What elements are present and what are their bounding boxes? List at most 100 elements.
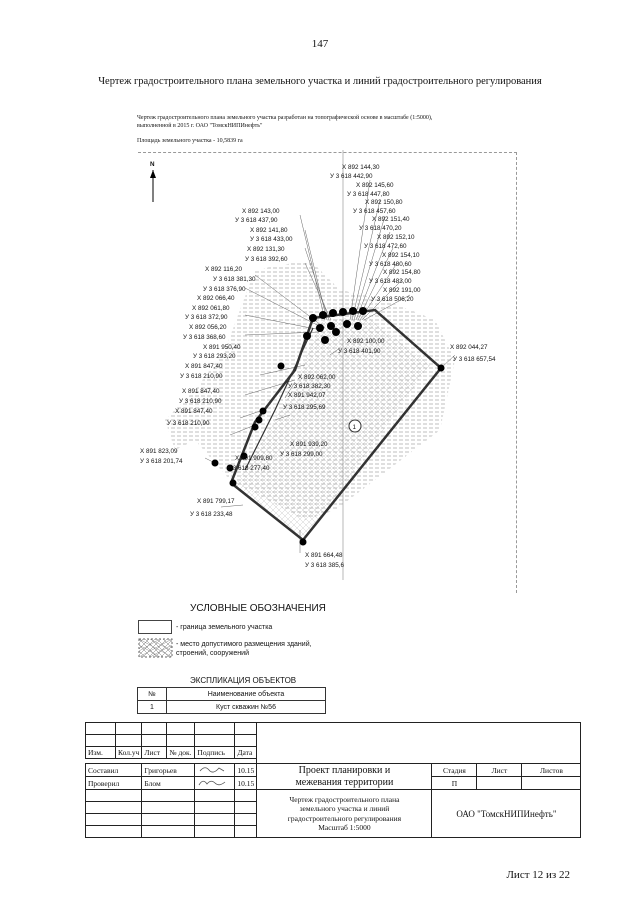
sheet-footer: Лист 12 из 22 xyxy=(506,869,570,881)
north-label: N xyxy=(150,161,155,168)
coord-label: У 3 618 472,60 xyxy=(364,243,407,250)
page-title: Чертеж градостроительного плана земельно… xyxy=(98,76,542,87)
coord-label: У 3 618 457,60 xyxy=(353,208,396,215)
legend-item-zone-line2: строений, сооружений xyxy=(176,650,249,657)
coord-label: X 892 062,00 xyxy=(298,374,336,381)
coord-label: X 892 154,80 xyxy=(383,269,421,276)
signature-2 xyxy=(194,776,236,790)
stamp-role-compiled: Составил xyxy=(84,763,143,777)
coord-label: У 3 618 382,30 xyxy=(288,383,331,390)
inner-boundary xyxy=(244,327,314,471)
signature-1 xyxy=(194,763,236,777)
organization-name: ОАО "ТомскНИПИнефть" xyxy=(431,789,582,838)
drawing-title-line2: земельного участка и линий xyxy=(299,804,390,813)
coord-label: У 3 618 385,6 xyxy=(305,562,345,569)
coord-label: У 3 618 368,60 xyxy=(183,334,226,341)
table-cell: 1 xyxy=(137,700,167,714)
coord-label: X 892 056,20 xyxy=(189,324,227,331)
coord-label: У 3 618 392,60 xyxy=(245,256,288,263)
page-number: 147 xyxy=(311,38,329,50)
coord-label: У 3 618 480,60 xyxy=(369,261,412,268)
coord-label: X 891 939,20 xyxy=(290,441,328,448)
map-frame xyxy=(138,152,517,593)
coord-label: X 892 150,80 xyxy=(365,199,403,206)
coord-label: У 3 618 372,90 xyxy=(185,314,228,321)
coord-label: X 892 145,60 xyxy=(356,182,394,189)
stage-header: Стадия xyxy=(431,763,478,777)
coord-label: X 892 152,10 xyxy=(377,234,415,241)
coord-label: X 891 847,40 xyxy=(185,363,223,370)
table-cell: Куст скважин №56 xyxy=(166,700,326,714)
coord-label: У 3 618 295,69 xyxy=(283,404,326,411)
stamp-header-cell: Дата xyxy=(234,746,258,759)
boundary-points xyxy=(211,307,445,546)
coord-label: X 892 154,10 xyxy=(382,252,420,259)
stamp-header-cell: Подпись xyxy=(194,746,236,759)
object-marker-circle xyxy=(348,419,362,433)
coord-label: У 3 618 210,90 xyxy=(180,373,223,380)
coord-label: У 3 618 376,90 xyxy=(203,286,246,293)
stamp-header-cell: № док. xyxy=(166,746,196,759)
drawing-title-line1: Чертеж градостроительного плана xyxy=(289,794,400,804)
coord-label: У 3 618 437,90 xyxy=(235,217,278,224)
stamp-header-cell: Лист xyxy=(141,746,168,759)
legend-zone-swatch xyxy=(138,638,173,658)
legend-title: УСЛОВНЫЕ ОБОЗНАЧЕНИЯ xyxy=(190,603,326,614)
drawing-note: Чертеж градостроительного плана земельно… xyxy=(137,114,497,130)
explication-table: № Наименование объекта 1 Куст скважин №5… xyxy=(137,687,326,714)
coord-label: У 3 618 447,80 xyxy=(347,191,390,198)
coord-label: У 3 618 233,48 xyxy=(190,511,233,518)
coord-label: X 892 143,00 xyxy=(242,208,280,215)
drawing-title-line4: Масштаб 1:5000 xyxy=(318,823,371,832)
stamp-name-checked: Блом xyxy=(141,776,196,790)
coord-label: У 3 618 210,90 xyxy=(179,398,222,405)
project-title-line2: межевания территории xyxy=(295,776,394,788)
coord-label: X 891 847,40 xyxy=(182,388,220,395)
stamp-date-checked: 10.15 xyxy=(234,776,258,790)
coord-label: X 892 044,27 xyxy=(450,344,488,351)
coord-label: X 892 116,20 xyxy=(205,266,242,273)
stamp-header-cell: Изм. xyxy=(85,746,116,759)
table-header-row: № Наименование объекта xyxy=(137,687,326,701)
coord-label: X 891 950,40 xyxy=(203,344,241,351)
explication-title: ЭКСПЛИКАЦИЯ ОБЪЕКТОВ xyxy=(190,676,297,685)
coord-label: X 891 664,48 xyxy=(305,552,343,559)
coord-label: У 3 618 433,00 xyxy=(250,236,293,243)
leader-lines xyxy=(204,179,456,553)
stamp-header-cell: Кол.уч xyxy=(114,746,143,759)
north-arrow-icon xyxy=(150,170,156,202)
coord-label: У 3 618 483,00 xyxy=(369,278,412,285)
coord-label: X 892 131,30 xyxy=(247,246,285,253)
coord-label: X 892 144,30 xyxy=(342,164,380,171)
coord-label: У 3 618 277,40 xyxy=(227,465,270,472)
coordinate-labels: X 892 144,30 У 3 618 442,90 X 892 145,60… xyxy=(140,164,496,569)
drawing-title-line3: градостроительного регулирования xyxy=(287,813,402,823)
coord-label: X 892 151,40 xyxy=(372,216,410,223)
legend-boundary-swatch xyxy=(138,620,172,634)
coord-label: У 3 618 401,90 xyxy=(338,348,381,355)
title-block: Изм. Кол.уч Лист № док. Подпись Дата Сос… xyxy=(84,722,582,838)
coord-label: У 3 618 299,00 xyxy=(280,451,323,458)
legend-item-zone: - место допустимого размещения зданий, с… xyxy=(176,640,312,658)
stamp-date-compiled: 10.15 xyxy=(234,763,258,777)
coord-label: X 892 141,80 xyxy=(250,227,288,234)
coord-label: X 892 061,80 xyxy=(192,305,230,312)
coord-label: У 3 618 442,90 xyxy=(330,173,373,180)
note-line: выполненной в 2015 г. ОАО "ТомскНИПИнефт… xyxy=(137,123,263,129)
table-header-cell: № xyxy=(137,687,167,701)
stamp-role-checked: Проверил xyxy=(84,776,143,790)
sheets-header: Листов xyxy=(521,763,582,777)
table-row: 1 Куст скважин №56 xyxy=(137,700,326,714)
stage-value: П xyxy=(431,776,478,790)
coord-label: X 891 942,07 xyxy=(288,392,326,399)
coord-label: У 3 618 201,74 xyxy=(140,458,183,465)
drawing-title: Чертеж градостроительного плана земельно… xyxy=(256,789,433,838)
permissible-zone xyxy=(235,315,430,542)
project-title-line1: Проект планировки и xyxy=(298,764,391,776)
legend-item-boundary: - граница земельного участка xyxy=(176,624,273,631)
site-plan-map: 1 N X 892 144,30 У 3 618 442,90 X 892 14… xyxy=(140,150,496,580)
coord-label: X 892 066,40 xyxy=(197,295,235,302)
coord-label: X 892 100,00 xyxy=(347,338,385,345)
coord-label: У 3 618 470,20 xyxy=(359,225,402,232)
coord-label: У 3 618 657,54 xyxy=(453,356,496,363)
